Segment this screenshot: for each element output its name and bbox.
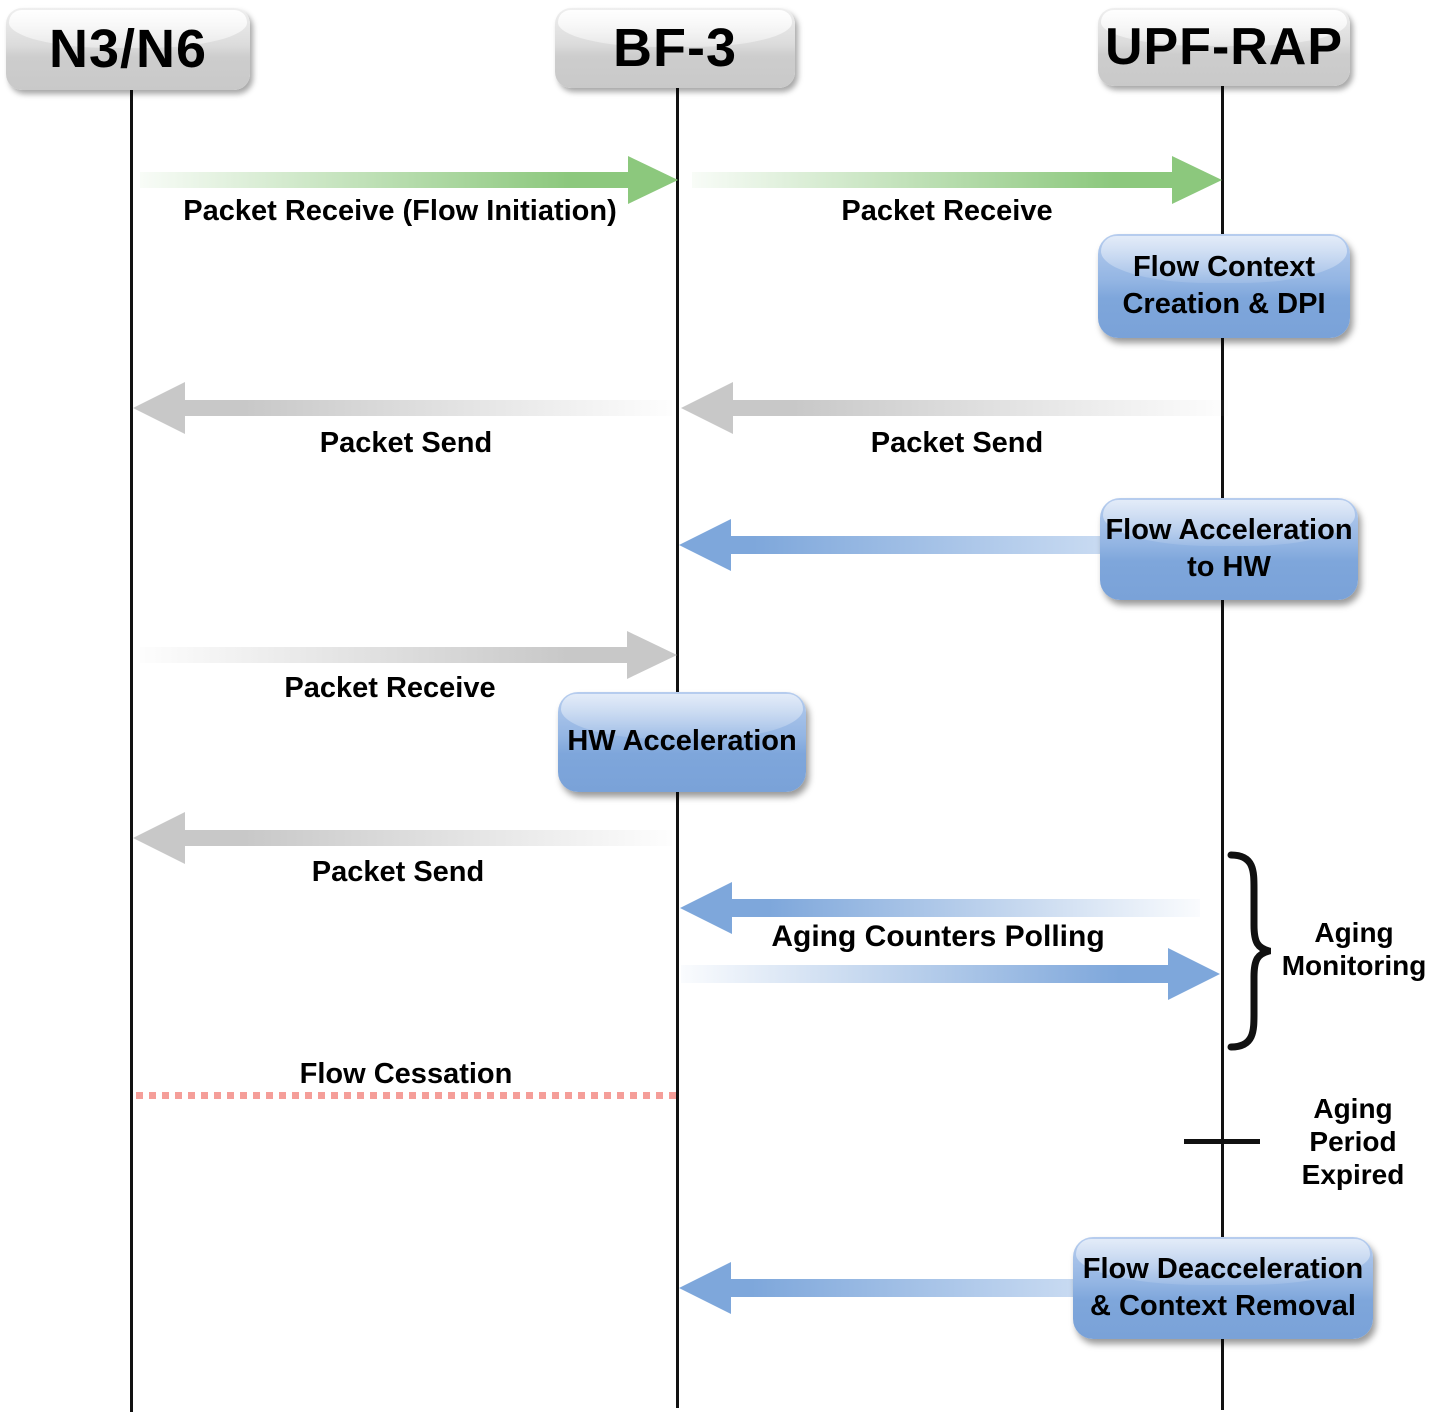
label-packet-receive-n3-bf: Packet Receive <box>284 672 496 704</box>
arrow-packet-receive-init-head <box>628 156 678 204</box>
box-hw-acceleration: HW Acceleration <box>558 692 806 792</box>
arrow-packet-receive-n3-bf-head <box>627 631 677 679</box>
aging-monitoring-brace <box>1227 851 1271 1051</box>
actor-upf-rap: UPF-RAP <box>1098 8 1350 86</box>
box-flow-deacceleration-label: Flow Deacceleration & Context Removal <box>1082 1252 1364 1322</box>
arrow-aging-poll-right-shaft <box>681 965 1168 983</box>
label-aging-monitoring: Aging Monitoring <box>1281 917 1427 982</box>
actor-upf-rap-label: UPF-RAP <box>1104 18 1344 76</box>
label-flow-cessation: Flow Cessation <box>299 1058 513 1090</box>
arrow-packet-send-upf-bf-head <box>681 382 733 434</box>
arrow-flow-acceleration-shaft <box>731 536 1104 554</box>
arrow-aging-poll-left-shaft <box>732 899 1200 917</box>
arrow-aging-poll-right-head <box>1168 948 1220 1000</box>
box-flow-context-creation-label: Flow Context Creation & DPI <box>1122 250 1326 320</box>
label-packet-send2: Packet Send <box>311 856 485 888</box>
label-packet-receive-init: Packet Receive (Flow Initiation) <box>183 195 617 227</box>
actor-bf3-label: BF-3 <box>613 18 737 78</box>
box-flow-acceleration-label: Flow Acceleration to HW <box>1105 513 1353 583</box>
arrow-flow-deacceleration-shaft <box>731 1279 1077 1297</box>
arrow-packet-send-bf-n3-shaft <box>185 400 672 416</box>
box-hw-acceleration-label: HW Acceleration <box>567 725 797 758</box>
lifeline-n3n6 <box>130 88 133 1412</box>
arrow-flow-deacceleration-head <box>679 1262 731 1314</box>
label-aging-counters-polling: Aging Counters Polling <box>771 920 1105 953</box>
arrow-packet-send2-head <box>133 812 185 864</box>
arrow-packet-receive-n3-bf-shaft <box>140 647 627 663</box>
aging-period-expired-tick <box>1184 1139 1260 1144</box>
flow-cessation-dotted-line <box>136 1092 679 1099</box>
arrow-packet-send2-shaft <box>185 830 672 846</box>
label-packet-send-upf-bf: Packet Send <box>870 427 1044 459</box>
arrow-packet-receive-upf-head <box>1172 156 1222 204</box>
arrow-packet-send-upf-bf-shaft <box>733 400 1228 416</box>
arrow-flow-acceleration-head <box>679 519 731 571</box>
label-packet-receive-upf: Packet Receive <box>841 195 1053 227</box>
actor-bf3: BF-3 <box>555 8 795 88</box>
actor-n3n6: N3/N6 <box>6 8 250 90</box>
box-flow-deacceleration: Flow Deacceleration & Context Removal <box>1073 1237 1373 1339</box>
arrow-packet-send-bf-n3-head <box>133 382 185 434</box>
box-flow-acceleration: Flow Acceleration to HW <box>1100 498 1358 600</box>
arrow-aging-poll-left-head <box>680 882 732 934</box>
label-packet-send-bf-n3: Packet Send <box>319 427 493 459</box>
lifeline-upf-rap <box>1221 84 1224 1410</box>
box-flow-context-creation: Flow Context Creation & DPI <box>1098 234 1350 338</box>
label-aging-period-expired: Aging Period Expired <box>1301 1093 1405 1191</box>
arrow-packet-receive-upf-shaft <box>692 172 1172 188</box>
actor-n3n6-label: N3/N6 <box>48 19 208 79</box>
arrow-packet-receive-init-shaft <box>140 172 628 188</box>
